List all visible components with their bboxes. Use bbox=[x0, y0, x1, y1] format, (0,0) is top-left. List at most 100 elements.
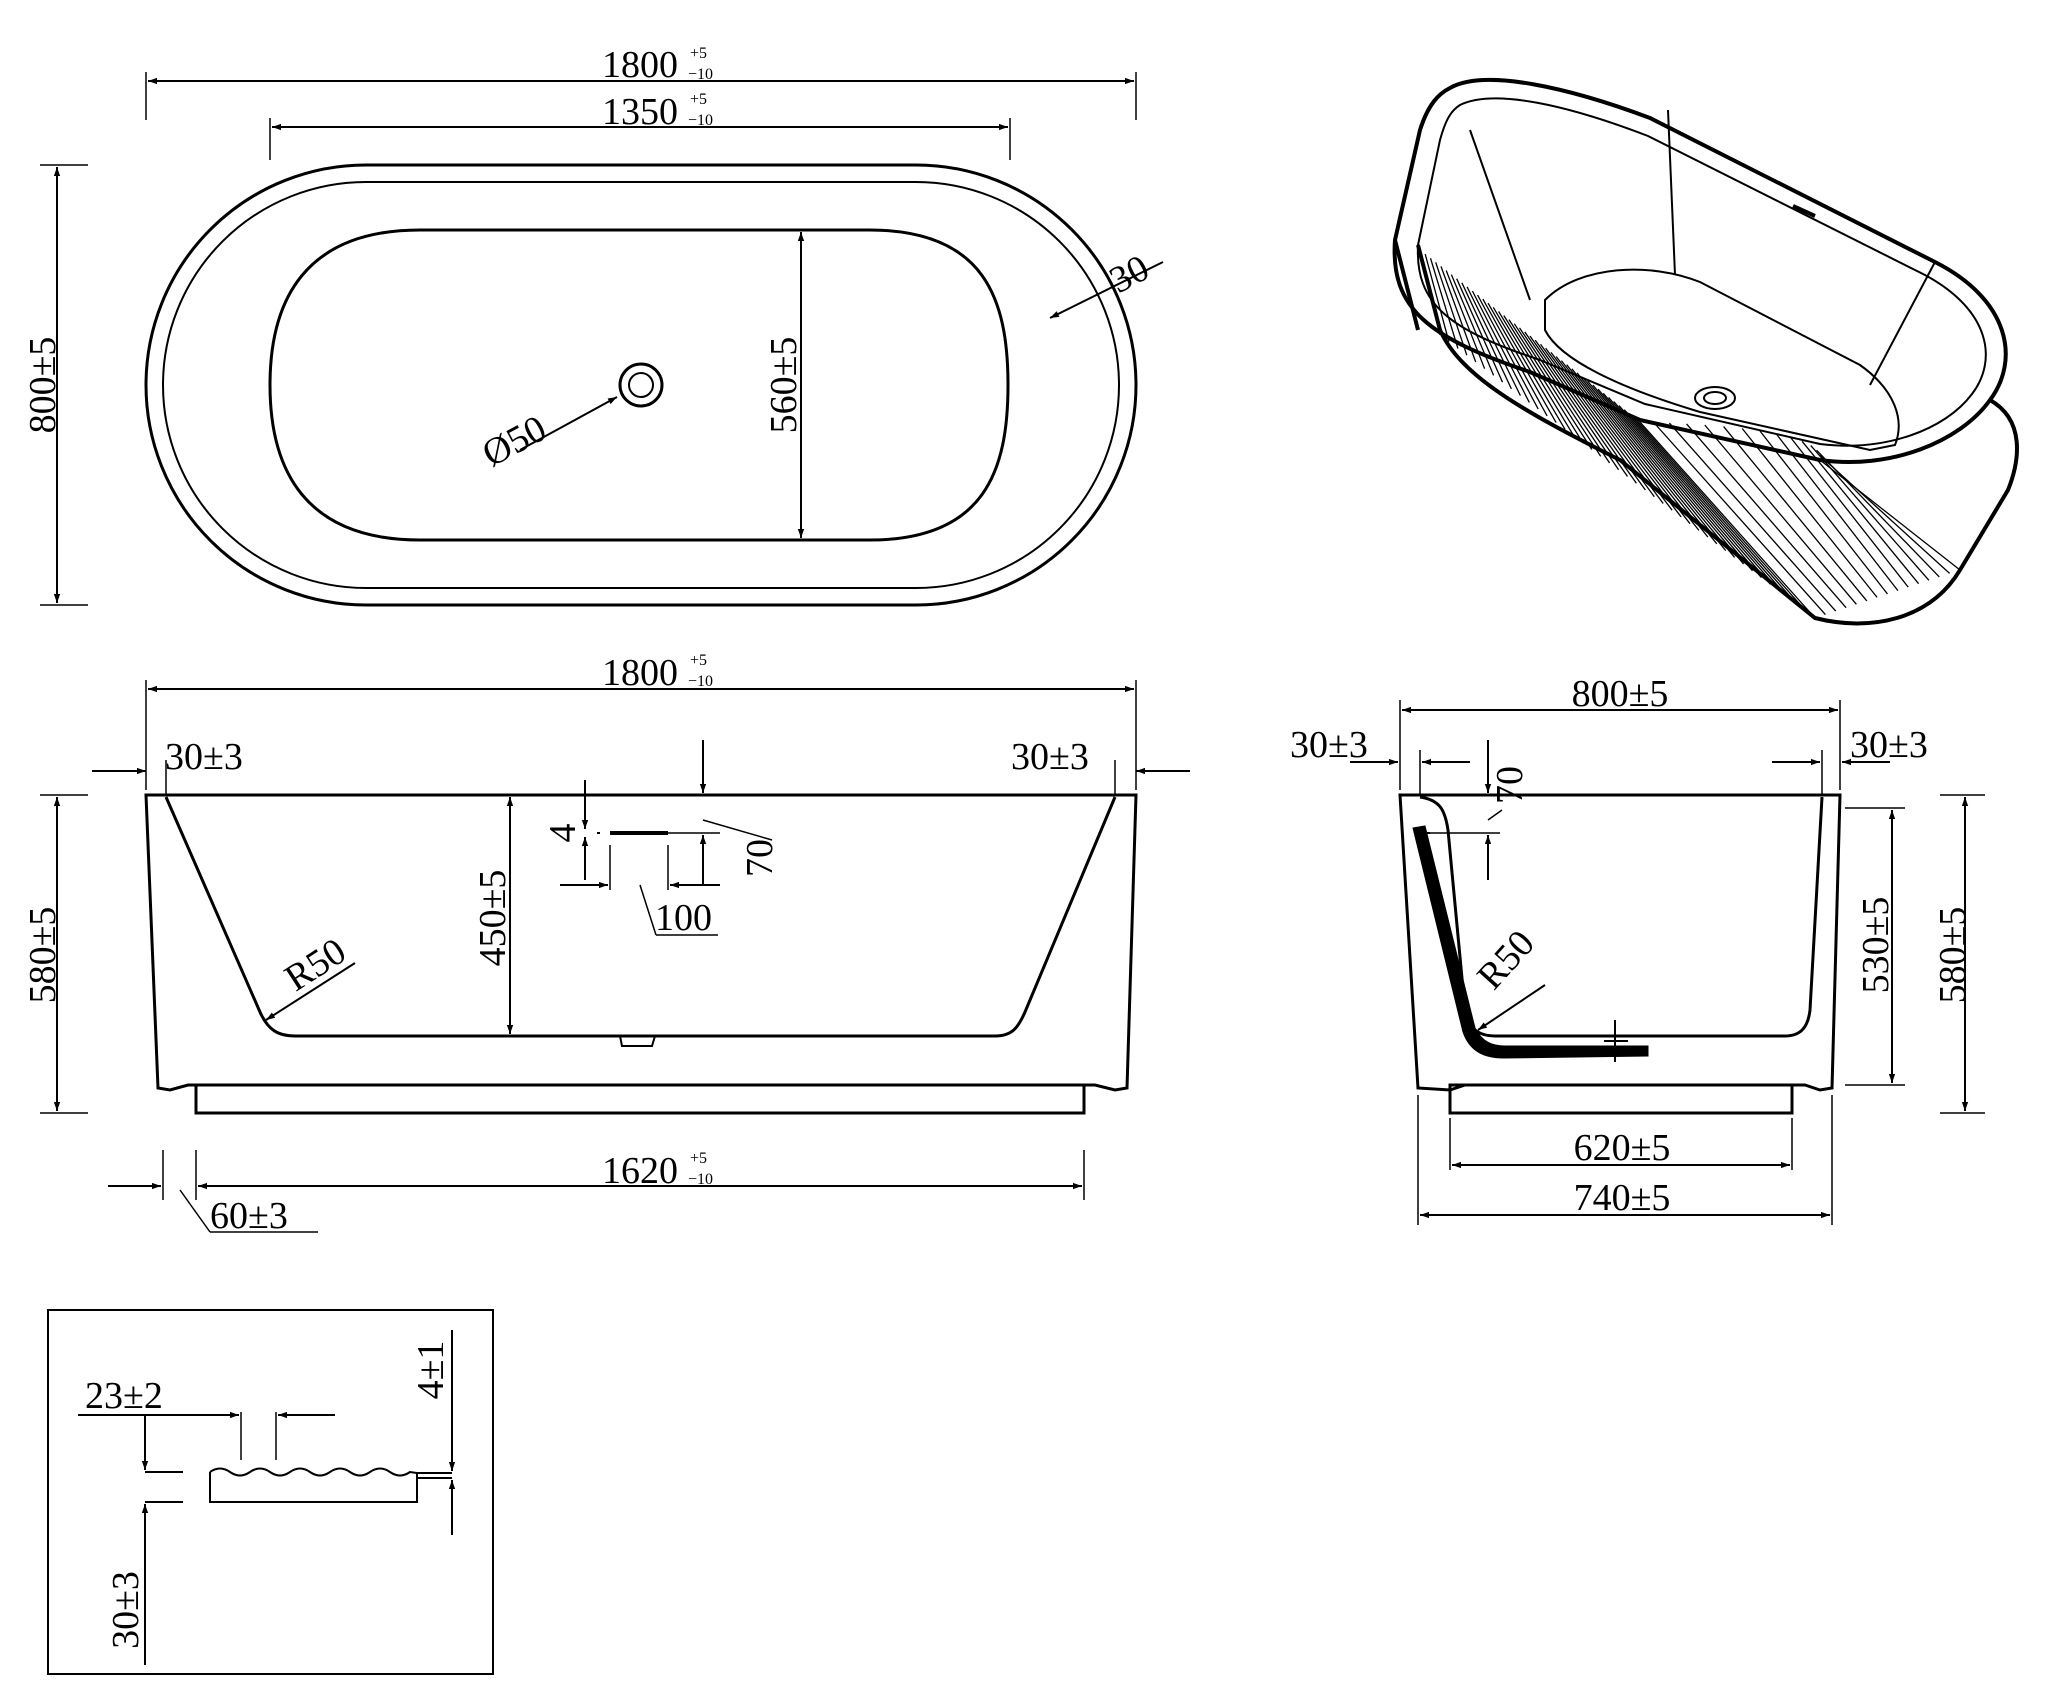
end-plinth bbox=[1448, 1083, 1794, 1115]
iso-rib bbox=[1587, 380, 1727, 552]
side-length-tol-minus: −10 bbox=[688, 673, 713, 690]
iso-rib bbox=[1608, 396, 1762, 579]
iso-rib bbox=[1555, 356, 1673, 511]
iso-rib bbox=[1759, 430, 1889, 595]
iso-rib bbox=[1560, 360, 1682, 518]
end-section-wall bbox=[1412, 825, 1649, 1059]
side-plinth bbox=[194, 1083, 1086, 1115]
base-length-label: 1620 bbox=[602, 1150, 678, 1192]
iso-rim-inner bbox=[1416, 97, 1987, 447]
side-len-label: 100 bbox=[655, 897, 712, 939]
side-view: 1800 +5 −10 30±3 30±3 580±5 450±5 4 70 bbox=[22, 652, 1190, 1237]
outer-shell bbox=[144, 163, 1138, 607]
iso-rib bbox=[1550, 352, 1664, 504]
iso-rib bbox=[1435, 262, 1468, 356]
iso-rib bbox=[1456, 278, 1504, 383]
end-rim-left-label: 30±3 bbox=[1290, 724, 1368, 766]
iso-basin-edge-3 bbox=[1869, 261, 1936, 386]
base-offset-leader bbox=[179, 1189, 211, 1233]
iso-rib bbox=[1819, 459, 1961, 571]
iso-rib bbox=[1450, 274, 1495, 376]
length-tol-minus: −10 bbox=[688, 66, 713, 83]
detail-step-label: 4±1 bbox=[410, 1341, 452, 1400]
end-radius-label: R50 bbox=[1469, 922, 1543, 997]
iso-rib bbox=[1597, 388, 1745, 565]
drain-leader bbox=[519, 396, 618, 451]
iso-rib bbox=[1819, 454, 1951, 574]
iso-rib bbox=[1534, 339, 1637, 484]
drain-label: Ø50 bbox=[476, 407, 554, 475]
side-depth-label: 450±5 bbox=[472, 870, 514, 967]
side-radius-leader bbox=[265, 962, 356, 1021]
side-drop-label: 70 bbox=[739, 839, 781, 877]
top-view: Ø50 1800 +5 −10 1350 +5 −10 800±5 560±5 … bbox=[22, 44, 1164, 607]
iso-rib bbox=[1592, 384, 1736, 558]
end-view: 800±5 30±3 30±3 70 R50 530±5 580±5 bbox=[1290, 673, 1985, 1225]
side-length-tol-plus: +5 bbox=[690, 652, 707, 669]
end-radius-leader bbox=[1477, 984, 1546, 1031]
iso-rib bbox=[1513, 323, 1602, 457]
iso-rib bbox=[1618, 405, 1780, 592]
iso-drain-outer bbox=[1694, 386, 1736, 410]
iso-rib bbox=[1492, 306, 1566, 430]
inner-length-tol-plus: +5 bbox=[690, 91, 707, 108]
iso-rib bbox=[1429, 258, 1459, 349]
detail-rim-label: 30±3 bbox=[105, 1571, 147, 1649]
iso-rib bbox=[1653, 422, 1826, 616]
iso-rib bbox=[1613, 401, 1771, 585]
detail-frame bbox=[47, 1309, 494, 1675]
iso-rib bbox=[1445, 270, 1486, 369]
detail-rim-section bbox=[209, 1472, 418, 1503]
iso-rib bbox=[1566, 364, 1691, 525]
side-height-label: 580±5 bbox=[22, 907, 64, 1004]
inner-width-label: 560±5 bbox=[763, 337, 805, 434]
iso-rib bbox=[1581, 376, 1718, 545]
length-tol-plus: +5 bbox=[690, 45, 707, 62]
side-rim-left-label: 30±3 bbox=[165, 736, 243, 778]
iso-rib bbox=[1518, 327, 1611, 464]
end-height-label: 580±5 bbox=[1932, 907, 1974, 1004]
side-length-label: 1800 bbox=[602, 652, 678, 694]
iso-rib bbox=[1629, 413, 1798, 605]
iso-rib bbox=[1704, 424, 1857, 605]
iso-rib bbox=[1471, 290, 1530, 403]
end-mid-label: 740±5 bbox=[1574, 1177, 1671, 1219]
base-length-tol-minus: −10 bbox=[688, 1171, 713, 1188]
detail-view: 23±2 4±1 30±3 bbox=[47, 1309, 494, 1675]
side-rim-right-label: 30±3 bbox=[1011, 736, 1089, 778]
side-drain-fitting bbox=[619, 1035, 656, 1047]
iso-rib bbox=[1524, 331, 1620, 471]
iso-rib bbox=[1602, 392, 1753, 572]
side-outer-profile bbox=[144, 793, 1138, 1092]
iso-overflow bbox=[1792, 204, 1816, 218]
iso-rib bbox=[1576, 372, 1709, 538]
end-drop-label: 70 bbox=[1489, 766, 1531, 804]
iso-rib bbox=[1686, 423, 1847, 609]
iso-rib bbox=[1419, 249, 1441, 336]
rim-inner bbox=[162, 181, 1120, 589]
iso-rib bbox=[1775, 433, 1899, 591]
side-len-leader bbox=[639, 884, 657, 936]
iso-rib bbox=[1810, 445, 1930, 581]
length-label: 1800 bbox=[602, 44, 678, 86]
side-drop-leader bbox=[702, 819, 773, 841]
iso-rib bbox=[1571, 368, 1700, 531]
iso-wall-bottom bbox=[1416, 244, 2019, 626]
base-length-tol-plus: +5 bbox=[690, 1150, 707, 1167]
rim-leader bbox=[1049, 261, 1164, 319]
drain-inner bbox=[628, 372, 654, 398]
isometric-view bbox=[1392, 77, 2019, 626]
iso-fluted-ribs bbox=[1419, 249, 1961, 619]
iso-rib bbox=[1487, 302, 1557, 423]
iso-drain-inner bbox=[1703, 391, 1727, 405]
iso-rib bbox=[1477, 294, 1539, 410]
iso-basin-edge-1 bbox=[1469, 129, 1531, 301]
iso-basin-edge-2 bbox=[1667, 109, 1676, 276]
iso-rib bbox=[1466, 286, 1521, 396]
base-offset-label: 60±3 bbox=[210, 1195, 288, 1237]
detail-gap-label: 23±2 bbox=[85, 1375, 163, 1417]
iso-rib bbox=[1529, 335, 1629, 477]
iso-rib bbox=[1623, 409, 1789, 599]
iso-rib bbox=[1801, 440, 1920, 585]
